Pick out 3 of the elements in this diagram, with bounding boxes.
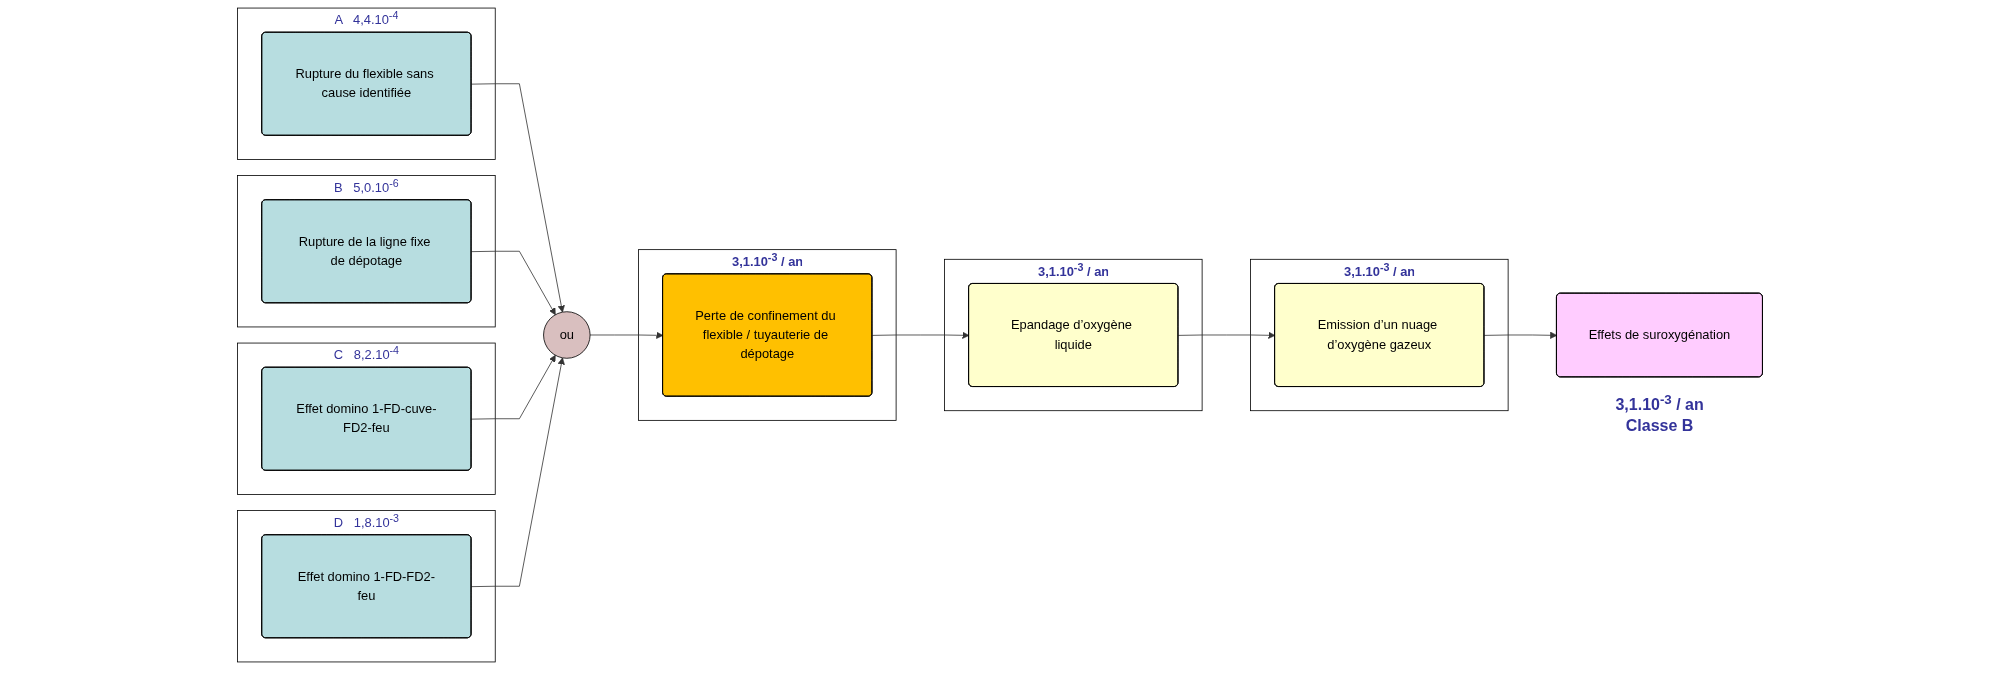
node-circle: ou xyxy=(543,311,591,359)
node-caption: 3,1.10$^{-3}$ / an xyxy=(1615,390,1704,416)
node-caption: Classe B xyxy=(1624,416,1695,436)
